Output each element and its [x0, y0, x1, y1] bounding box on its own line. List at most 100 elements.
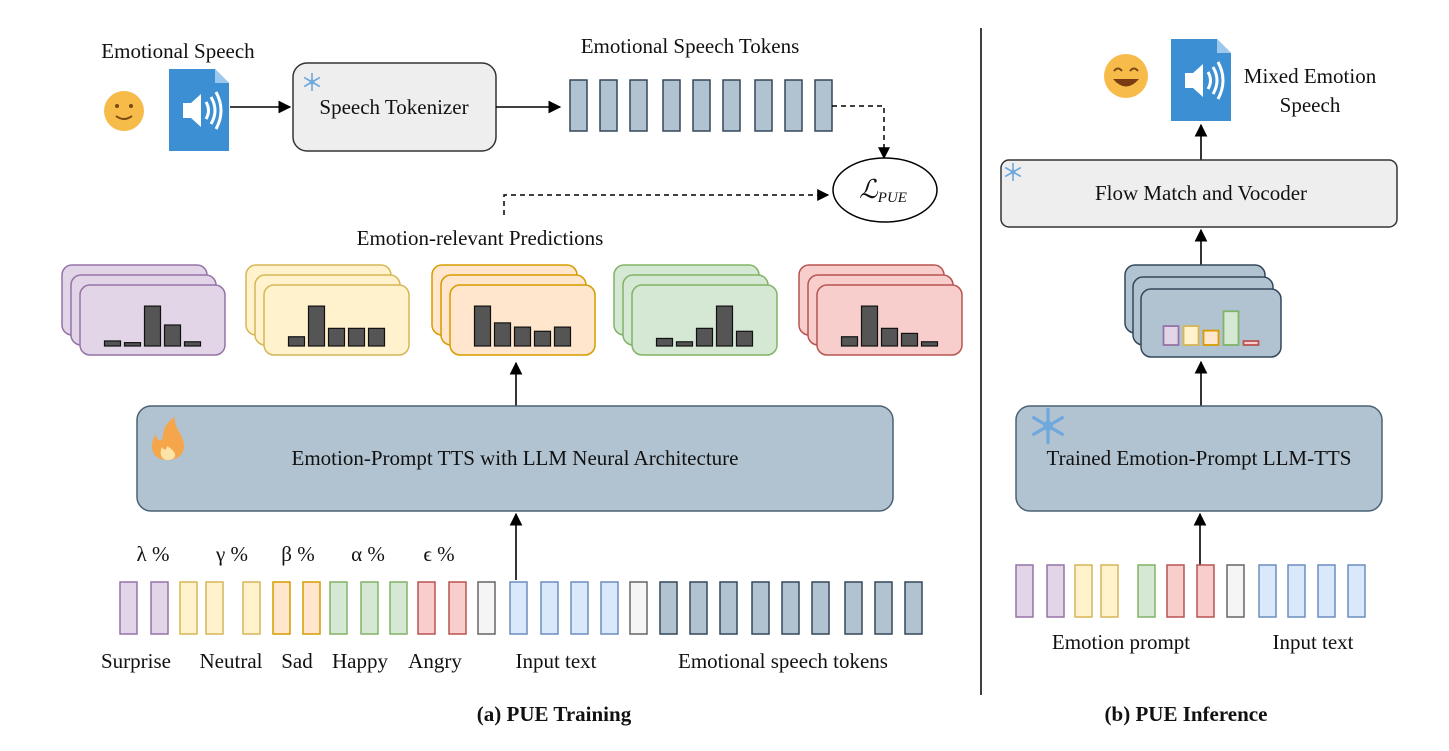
vocoder-label: Flow Match and Vocoder	[1095, 181, 1307, 205]
proportion-label: α %	[351, 542, 385, 566]
histogram-bar	[473, 305, 492, 347]
mixed-emotion-label-line2: Speech	[1280, 93, 1341, 117]
histogram-bar	[143, 305, 162, 347]
speech-tokens-label: Emotional speech tokens	[678, 649, 888, 673]
training-caption: (a) PUE Training	[477, 702, 632, 726]
pue-loss-label: ℒPUE	[859, 175, 907, 206]
emotion-prompt-tts-box	[136, 405, 894, 512]
surprise-token	[150, 581, 169, 635]
speech-token	[874, 581, 893, 635]
histogram-bar	[307, 305, 326, 347]
histogram-bar	[675, 341, 694, 347]
input-text-label-inference: Input text	[1272, 630, 1353, 654]
sad-token	[272, 581, 291, 635]
emotion-proportion-labels: λ % γ % β % α % ϵ %	[137, 542, 455, 566]
emotion-label-surprise: Surprise	[101, 649, 171, 673]
histogram-bar	[920, 341, 939, 347]
text-token	[1347, 564, 1366, 618]
histogram-bar	[553, 326, 572, 347]
angry-token	[1166, 564, 1185, 618]
speech-token	[689, 581, 708, 635]
mixed-bar-neutral	[1182, 325, 1200, 346]
histogram-bar	[860, 305, 879, 347]
proportion-label: γ %	[215, 542, 248, 566]
speech-token	[754, 79, 773, 132]
speech-token	[692, 79, 711, 132]
happy-face-icon	[1104, 54, 1148, 98]
speech-token	[629, 79, 648, 132]
speech-token	[844, 581, 863, 635]
speech-token	[659, 581, 678, 635]
histogram-bar	[655, 337, 674, 347]
speech-token	[599, 79, 618, 132]
neutral-face-icon	[104, 91, 144, 131]
tts-model-label: Emotion-Prompt TTS with LLM Neural Archi…	[292, 446, 739, 470]
histogram-bar	[123, 342, 142, 347]
histogram-bar	[347, 327, 366, 347]
mixed-bar-sad	[1202, 329, 1220, 346]
emotional-speech-label: Emotional Speech	[101, 39, 255, 63]
histogram-bar	[533, 330, 552, 347]
inference-caption: (b) PUE Inference	[1105, 702, 1268, 726]
emotion-label-happy: Happy	[332, 649, 388, 673]
neutral-token	[205, 581, 224, 635]
proportion-label: ϵ %	[423, 542, 454, 566]
speech-tokenizer-label: Speech Tokenizer	[319, 95, 468, 119]
happy-token	[360, 581, 379, 635]
surprise-token	[1046, 564, 1065, 618]
emotion-relevant-predictions-label: Emotion-relevant Predictions	[357, 226, 604, 250]
speech-token	[784, 79, 803, 132]
angry-token	[417, 581, 436, 635]
text-token	[1258, 564, 1277, 618]
prediction-card-neutral	[245, 264, 410, 356]
gray-token	[629, 581, 648, 635]
histogram-bar	[513, 326, 532, 347]
proportion-label: λ %	[137, 542, 170, 566]
mixed-emotion-distribution	[1124, 264, 1282, 358]
distribution-card-layer	[1140, 288, 1282, 358]
histogram-bar	[840, 336, 859, 347]
emotion-label-sad: Sad	[281, 649, 313, 673]
speech-token	[904, 581, 923, 635]
text-token	[509, 581, 528, 635]
emotional-speech-tokens-label: Emotional Speech Tokens	[581, 34, 800, 58]
histogram-bar	[163, 324, 182, 347]
trained-model-label: Trained Emotion-Prompt LLM-TTS	[1047, 446, 1352, 470]
text-token	[600, 581, 619, 635]
trained-model-box	[1015, 405, 1383, 512]
speech-token	[719, 581, 738, 635]
gray-token	[1226, 564, 1245, 618]
mixed-bar-angry	[1242, 340, 1260, 346]
prediction-card-happy	[613, 264, 778, 356]
proportion-label: β %	[281, 542, 314, 566]
text-token	[540, 581, 559, 635]
emotion-label-neutral: Neutral	[200, 649, 263, 673]
neutral-token	[179, 581, 198, 635]
text-token	[1287, 564, 1306, 618]
neutral-token	[242, 581, 261, 635]
pue-loss-node	[832, 157, 938, 223]
happy-token	[329, 581, 348, 635]
prediction-card-angry	[798, 264, 963, 356]
angry-token	[1196, 564, 1215, 618]
mixed-bar-happy	[1222, 310, 1240, 346]
histogram-bar	[367, 327, 386, 347]
histogram-bar	[715, 305, 734, 347]
audio-file-icon	[167, 67, 231, 153]
happy-token	[1137, 564, 1156, 618]
speech-token	[569, 79, 588, 132]
histogram-bar	[183, 341, 202, 347]
speech-token	[814, 79, 833, 132]
speech-token	[722, 79, 741, 132]
emotion-prompt-label: Emotion prompt	[1052, 630, 1190, 654]
text-token	[570, 581, 589, 635]
neutral-token	[1074, 564, 1093, 618]
histogram-bar	[103, 340, 122, 347]
flow-match-vocoder-box	[1000, 159, 1398, 228]
histogram-bar	[287, 336, 306, 347]
emotional-speech-token-row	[569, 79, 833, 132]
histogram-bar	[695, 327, 714, 347]
mixed-emotion-label-line1: Mixed Emotion	[1244, 64, 1377, 88]
